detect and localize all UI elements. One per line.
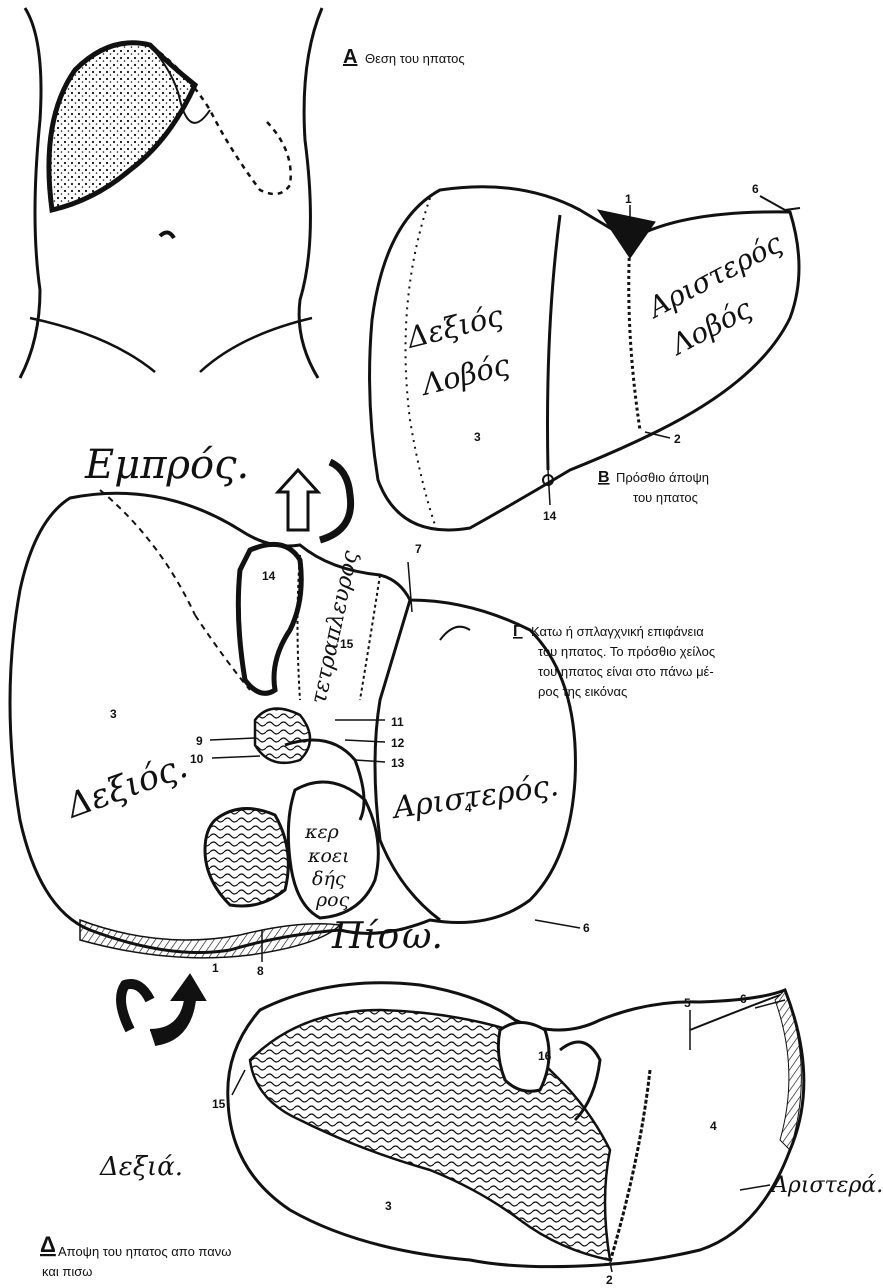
caption-d-line2: και πισω [42,1264,92,1279]
gallbladder-c [238,544,301,693]
leader-c-12 [345,740,385,742]
c-right-label: Δεξιός. [60,746,193,827]
b-marker-2: 2 [674,432,681,446]
c-left-label: Αριστερός. [388,768,561,826]
c-quadrate-label: τετραπλευρος [306,548,363,706]
d-marker-16: 16 [538,1049,552,1063]
b-marker-3: 3 [474,430,481,444]
groin-left-line [30,318,155,372]
d-marker-4: 4 [710,1119,717,1133]
leader-c-9 [210,738,255,740]
c-marker-15: 15 [340,637,354,651]
c-marker-3: 3 [110,707,117,721]
c-caudate-3: δής [312,868,346,890]
ligament-6-tip [760,196,800,210]
navel [160,232,174,238]
caption-c-line1: Κατω ή σπλαγχνική επιφάνεια [531,624,704,639]
leader-c-6 [535,920,580,928]
d-marker-5: 5 [684,996,691,1010]
leader-d-15 [232,1070,245,1095]
caption-a-letter: Α [343,46,357,68]
leader-c-13 [355,760,385,762]
b-right-lobe-word1: Δεξιός [402,298,507,355]
d-marker-6: 6 [740,992,747,1006]
b-marker-1: 1 [625,192,632,206]
impression-dark [205,809,288,906]
panel-c-labels: Εμπρός. τετραπλευρος Δεξιός. Αριστερός. … [60,442,716,978]
c-marker-8: 8 [257,964,264,978]
c-marker-12: 12 [391,736,405,750]
c-marker-1: 1 [212,961,219,975]
d-marker-2: 2 [606,1273,613,1287]
curved-arrow-top [320,462,351,540]
liver-position-fill [49,43,195,210]
b-right-lobe-word2: Λοβός [416,347,514,402]
c-back-label: Πίσω. [331,916,443,957]
caption-d-line1: Αποψη του ηπατος απο πανω [58,1244,231,1259]
panel-c-visceral-surface [10,490,580,962]
c-marker-9: 9 [196,734,203,748]
leader-c-10 [212,756,260,758]
b-marker-14: 14 [543,509,557,523]
caption-c-letter: Γ [513,623,523,640]
c-marker-4: 4 [465,801,472,815]
gallbladder-line-b [548,215,561,470]
d-marker-15: 15 [212,1097,226,1111]
porta-hepatis [255,709,310,763]
caption-b-line1: Πρόσθιο άποψη [616,470,709,485]
caption-d-letter: Δ [40,1232,56,1257]
d-right-label: Δεξιά. [99,1152,183,1182]
dashed-boundary-c1 [100,490,195,615]
curved-arrow-bottom-right [150,975,205,1045]
c-marker-13: 13 [391,756,405,770]
caption-c-line4: ρος της εικόνας [538,684,627,699]
hatch-left-lobe-c [440,627,470,640]
right-lobe-dotted-line [406,198,436,525]
c-caudate-4: ρος [315,889,350,911]
left-lobe-d-fissure [610,1070,650,1262]
curved-arrow-bottom-left [121,984,150,1030]
c-marker-14: 14 [262,569,276,583]
d-marker-3: 3 [385,1199,392,1213]
ligament-wedge [598,210,655,258]
panel-b-labels: Δεξιός Λοβός Αριστερός Λοβός 1 6 3 2 14 … [402,182,787,523]
liver-b-outline [370,187,799,530]
quadrate-edge-right [360,575,380,700]
caption-a: Α Θεση του ηπατος [343,46,465,68]
torso-left-outline [20,8,41,378]
d-left-label: Αριστερά. [770,1173,883,1198]
bare-area-d [250,1010,610,1260]
lower-border-hatch [80,920,340,958]
c-marker-6: 6 [583,921,590,935]
c-marker-10: 10 [190,752,204,766]
c-caudate-2: κοει [307,845,350,867]
c-front-label: Εμπρός. [84,442,249,488]
c-caudate-1: κερ [304,821,340,843]
panel-d-superior-view [228,983,804,1272]
up-arrow [278,470,318,530]
c-marker-11: 11 [391,715,404,729]
leader-d-left [740,1185,770,1190]
caption-b-line2: του ηπατος [633,490,698,505]
b-marker-6: 6 [752,182,759,196]
caption-a-text: Θεση του ηπατος [365,51,465,66]
caption-c-line2: του ηπατος. Το πρόσθιο χείλος [538,644,715,659]
caption-c-line3: του ηπατος είναι στο πάνω μέ- [538,664,714,679]
falciform-ligament-b [629,240,640,430]
torso-right-outline [299,8,322,378]
caption-b-letter: Β [598,469,610,486]
panel-a-torso [20,8,322,378]
panel-b-anterior-view [370,187,800,530]
c-marker-7: 7 [415,542,422,556]
groin-right-line [200,318,312,372]
left-lobe-c-edge [375,600,440,920]
